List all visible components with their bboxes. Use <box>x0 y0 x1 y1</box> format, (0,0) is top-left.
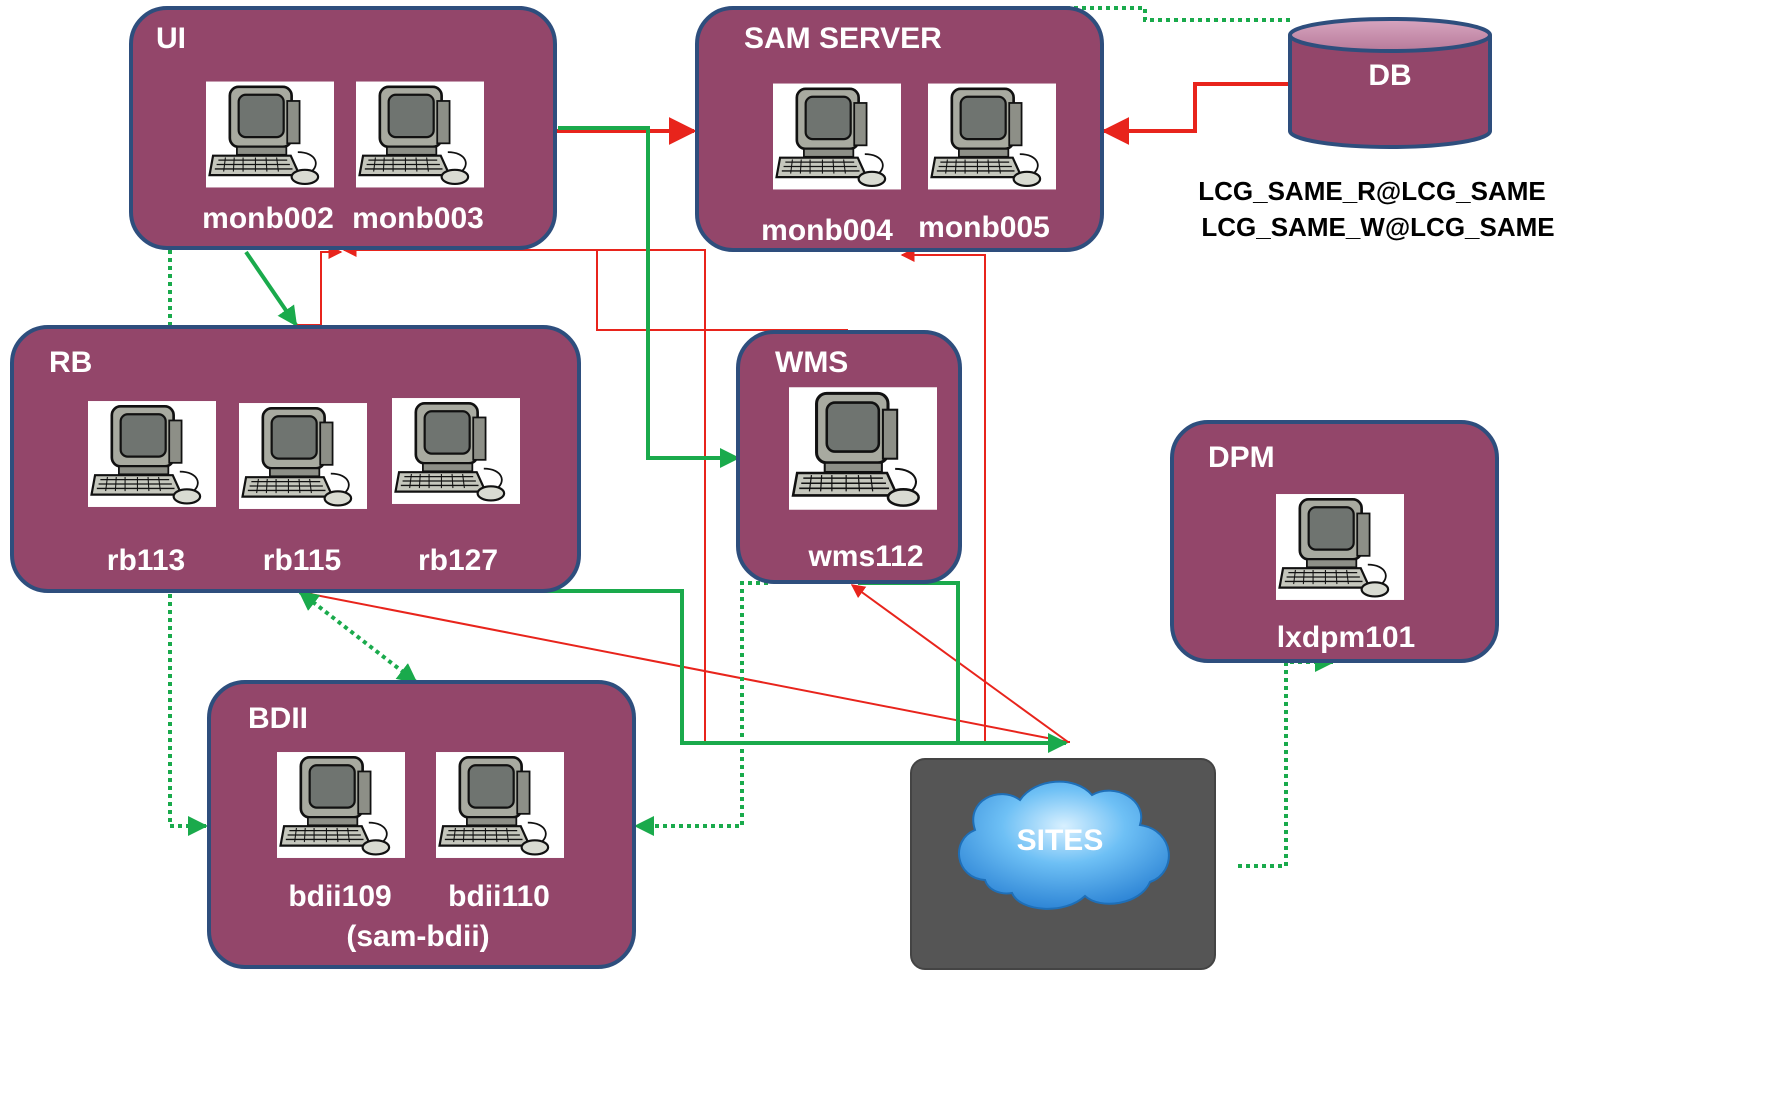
host-label-bdii110: bdii110 <box>448 880 550 913</box>
db-account-read: LCG_SAME_R@LCG_SAME <box>1198 176 1546 206</box>
wms-title: WMS <box>775 346 848 379</box>
dpm-title: DPM <box>1208 441 1275 474</box>
host-label-rb113: rb113 <box>107 544 185 577</box>
host-label-monb003: monb003 <box>352 202 484 235</box>
dpm-node: DPM lxdpm101 <box>1170 420 1499 663</box>
db-title: DB <box>1368 59 1411 92</box>
link-rb-to-ui <box>296 245 343 326</box>
ui-node: UI monb002 monb003 <box>129 6 557 250</box>
host-label-bdii109: bdii109 <box>288 880 391 913</box>
computer-icon <box>356 79 484 190</box>
link-rb-to-bdii <box>298 590 418 684</box>
link-db-to-sam-server <box>1101 82 1290 145</box>
computer-icon <box>928 81 1056 192</box>
bdii-subtitle: (sam-bdii) <box>346 920 489 953</box>
computer-icon <box>88 399 216 509</box>
link-wms-to-bdii <box>634 581 768 836</box>
bdii-title: BDII <box>248 702 308 735</box>
rb-node: RB rb113 rb115 rb127 <box>10 325 581 593</box>
sam-server-node: SAM SERVER monb004 monb005 <box>695 6 1104 252</box>
computer-icon <box>1276 492 1404 602</box>
computer-icon <box>392 396 520 506</box>
sam-server-title: SAM SERVER <box>744 22 942 55</box>
host-label-rb115: rb115 <box>263 544 341 577</box>
computer-icon <box>773 81 901 192</box>
database-icon <box>1288 17 1492 149</box>
db-node: DB LCG_SAME_R@LCG_SAME LCG_SAME_W@LCG_SA… <box>1198 17 1555 242</box>
computer-icon <box>239 401 367 511</box>
computer-icon <box>277 750 405 860</box>
host-label-lxdpm101: lxdpm101 <box>1277 621 1415 654</box>
bdii-node: BDII bdii109 bdii110 (sam-bdii) <box>207 680 636 969</box>
ui-title: UI <box>156 22 186 55</box>
link-sam-server-db-dotted <box>1048 6 1290 22</box>
wms-node: WMS wms112 <box>736 330 962 584</box>
link-wms-to-sites <box>858 581 960 743</box>
rb-title: RB <box>49 346 92 379</box>
db-account-write: LCG_SAME_W@LCG_SAME <box>1201 212 1554 242</box>
host-label-wms112: wms112 <box>807 540 923 573</box>
computer-icon <box>789 385 937 512</box>
host-label-rb127: rb127 <box>418 544 498 577</box>
host-label-monb005: monb005 <box>918 211 1050 244</box>
sites-node: SITES <box>910 758 1216 970</box>
computer-icon <box>206 79 334 190</box>
link-sites-to-dpm <box>1238 652 1335 868</box>
link-ui-to-rb <box>244 250 298 327</box>
cloud-icon <box>958 780 1170 910</box>
host-label-monb002: monb002 <box>202 202 334 235</box>
link-ui-to-wms <box>558 126 740 468</box>
computer-icon <box>436 750 564 860</box>
host-label-monb004: monb004 <box>761 214 893 247</box>
sites-title: SITES <box>1017 824 1104 857</box>
